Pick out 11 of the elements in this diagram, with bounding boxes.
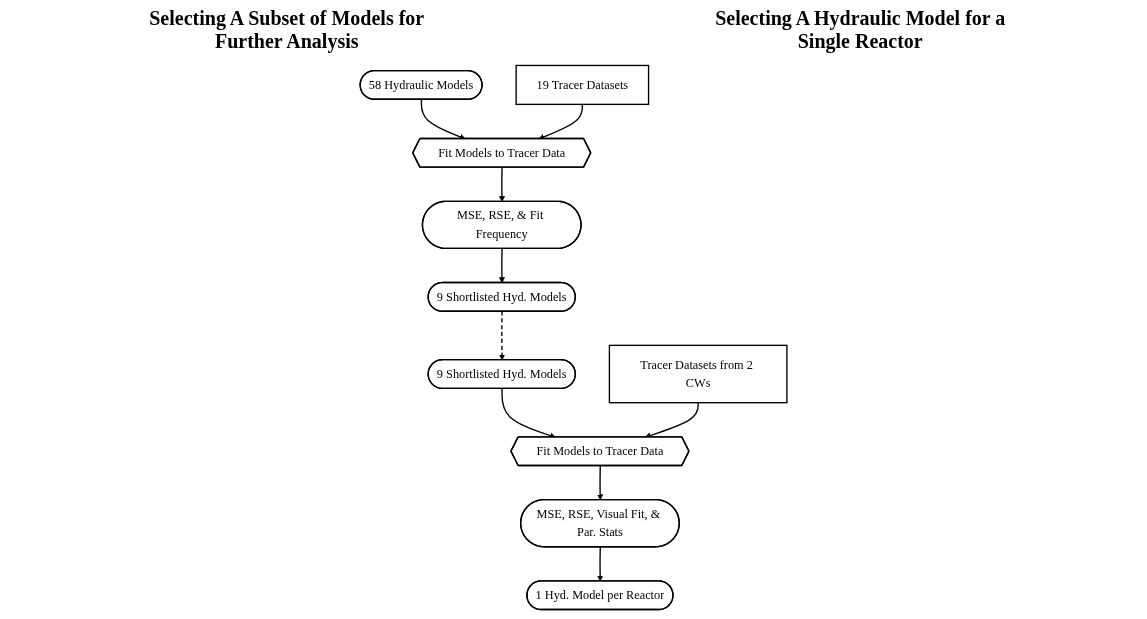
arrow	[597, 465, 604, 501]
node-box: Tracer Datasets from 2 CWs	[608, 344, 788, 404]
arrow	[538, 103, 583, 140]
arrow	[498, 248, 505, 284]
column-heading: Selecting A Hydraulic Model for a Single Reactor	[714, 7, 1007, 53]
arrow	[420, 98, 466, 140]
arrow	[498, 166, 505, 202]
arrow	[498, 310, 505, 361]
arrow	[597, 546, 604, 582]
column-heading: Selecting A Subset of Models for Further Analysis	[148, 7, 426, 53]
node-box: 19 Tracer Datasets	[515, 64, 650, 106]
